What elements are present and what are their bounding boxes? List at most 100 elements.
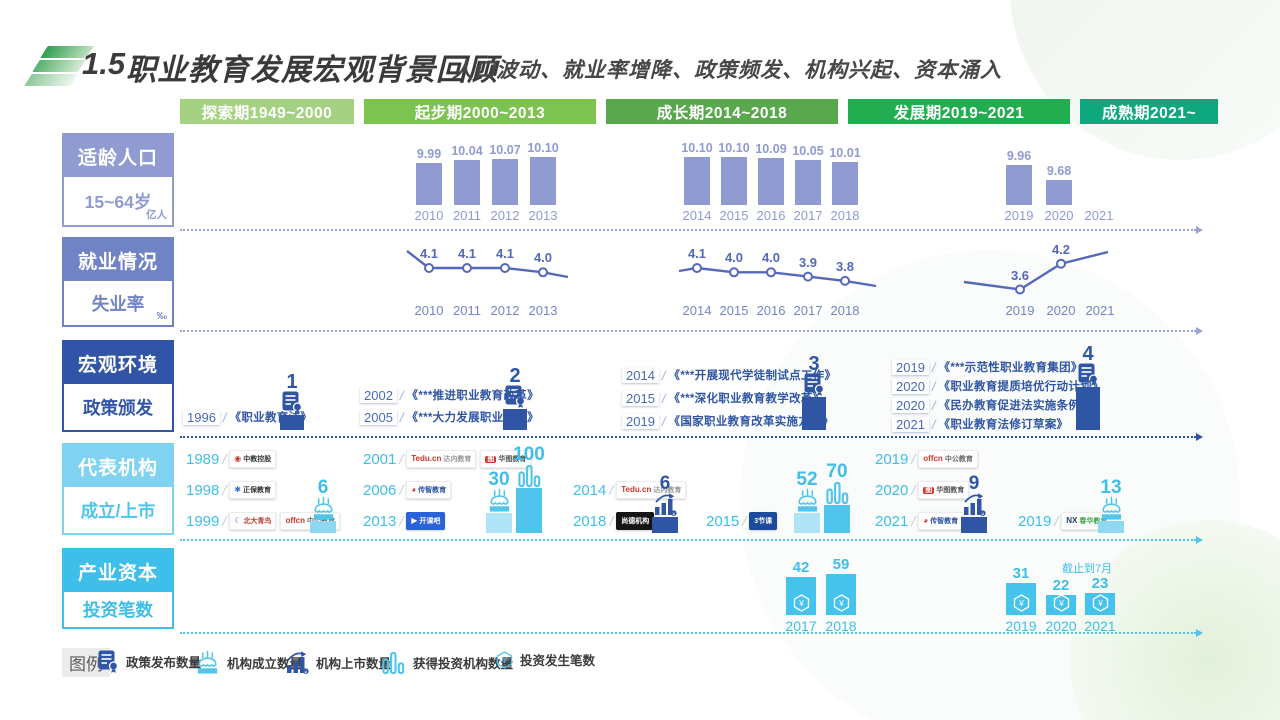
listed-icon: ¥	[643, 492, 687, 517]
population-bar	[684, 157, 710, 205]
institution-year: 2006	[363, 481, 397, 499]
population-year: 2010	[414, 208, 444, 223]
invest-hexagon-icon: ¥	[786, 594, 816, 612]
row-unit: 亿人	[146, 209, 167, 221]
svg-text:¥: ¥	[838, 598, 844, 608]
period-growth: 成长期2014~2018	[606, 99, 838, 124]
svg-text:¥: ¥	[982, 511, 985, 516]
institution-entry: 2015/3节课	[706, 512, 781, 530]
unemployment-value: 3.8	[835, 258, 855, 274]
investment-year: 2020	[1045, 618, 1077, 634]
unemployment-year: 2012	[490, 303, 520, 318]
unemployment-year: 2017	[793, 303, 823, 318]
unemployment-year: 2018	[830, 303, 860, 318]
population-year: 2013	[528, 208, 558, 223]
row-separator	[180, 632, 1196, 634]
row-sub: 投资笔数	[83, 600, 153, 620]
invested-icon	[507, 463, 551, 488]
population-value: 10.01	[829, 146, 861, 160]
population-value: 10.09	[755, 142, 787, 156]
founded-count: 30	[488, 469, 510, 490]
population-bar	[721, 157, 747, 205]
institution-entry: 2020/图华图教育	[875, 481, 973, 499]
policy-item: 1996/《职业教育法》	[183, 408, 312, 426]
policy-title: 《民办教育促进法实施条例》	[938, 400, 1092, 412]
investment-bar: ¥	[1046, 594, 1076, 615]
invest-hexagon-icon: ¥	[496, 650, 513, 669]
population-value: 10.10	[681, 141, 713, 155]
institution-entry: 2021/◕传智教育	[875, 512, 967, 530]
page-subtitle: 人口波动、就业率增降、政策频发、机构兴起、资本涌入	[452, 59, 1002, 82]
unemployment-value: 4.0	[533, 250, 553, 266]
policy-doc-icon	[493, 385, 537, 408]
population-value: 10.05	[792, 144, 824, 158]
org-logo: ◉中教控股	[229, 450, 277, 468]
svg-text:¥: ¥	[501, 655, 507, 665]
policy-item: 2002/《***推进职业教育改革》	[360, 386, 539, 404]
org-logo: ◕传智教育	[406, 481, 452, 499]
legend-label: 政策发布数量	[126, 656, 202, 670]
population-bar	[530, 157, 556, 205]
unemployment-year: 2015	[719, 303, 749, 318]
founded-bar	[310, 521, 336, 533]
unemployment-value: 3.6	[1010, 267, 1030, 283]
policy-title: 《国家职业教育改革实施方案》	[668, 416, 834, 428]
svg-text:¥: ¥	[673, 511, 676, 516]
institution-year: 2001	[363, 450, 397, 468]
policy-doc-icon	[98, 650, 119, 673]
org-logo: ☾北大青鸟	[229, 512, 277, 530]
population-year: 2020	[1044, 208, 1074, 223]
policy-year: 2002	[360, 387, 397, 403]
unemployment-year: 2020	[1046, 303, 1076, 318]
row-title: 适龄人口	[64, 135, 172, 177]
section-number: 1.5	[82, 46, 126, 81]
legend-label: 机构成立数量	[227, 657, 303, 671]
founded-bar	[1098, 521, 1124, 533]
unemployment-value: 4.2	[1051, 241, 1071, 257]
svg-text:¥: ¥	[1097, 598, 1103, 608]
policy-item: 2015/《***深化职业教育教学改革》	[622, 389, 824, 407]
population-bar	[795, 160, 821, 205]
institution-year: 1999	[186, 512, 220, 530]
svg-text:¥: ¥	[1018, 598, 1024, 608]
founded-icon	[785, 488, 829, 513]
policy-title: 《***开展现代学徒制试点工作》	[668, 370, 837, 382]
period-exploration: 探索期1949~2000	[180, 99, 354, 124]
institution-entry: 1989/◉中教控股	[186, 450, 280, 468]
row-separator	[180, 539, 1196, 541]
invested-count: 100	[513, 444, 545, 465]
policy-year: 2014	[622, 367, 659, 383]
founded-count: 6	[317, 477, 329, 498]
founded-bar	[794, 513, 820, 533]
population-value: 9.96	[1006, 149, 1032, 163]
policy-count: 3	[808, 353, 820, 375]
founded-icon	[1089, 496, 1133, 521]
investment-bar: ¥	[1085, 593, 1115, 615]
population-bar	[492, 159, 518, 205]
founded-icon	[301, 496, 345, 521]
institution-year: 2020	[875, 481, 909, 499]
legend-item-founded: 机构成立数量	[195, 650, 302, 675]
listed-icon: ¥	[952, 492, 996, 517]
row-sub: 失业率	[91, 293, 145, 314]
legend-label: 获得投资机构数量	[413, 657, 514, 671]
population-bar	[416, 163, 442, 205]
policy-year: 2020	[892, 378, 929, 394]
policy-title: 《职业教育法修订草案》	[938, 419, 1069, 431]
population-year: 2017	[793, 208, 823, 223]
row-separator	[180, 330, 1196, 332]
institution-entry: 1998/✱正保教育	[186, 481, 280, 499]
legend-item-invest-count: ¥ 投资发生笔数	[496, 650, 595, 669]
unemployment-year: 2010	[414, 303, 444, 318]
row-separator	[180, 229, 1196, 231]
unemployment-year: 2016	[756, 303, 786, 318]
invested-bar	[516, 488, 542, 533]
policy-year: 2019	[622, 413, 659, 429]
policy-title: 《***推进职业教育改革》	[406, 390, 539, 402]
institution-year: 2021	[875, 512, 909, 530]
policy-year: 2019	[892, 359, 929, 375]
row-label-population: 适龄人口 15~64岁 亿人	[62, 133, 174, 227]
